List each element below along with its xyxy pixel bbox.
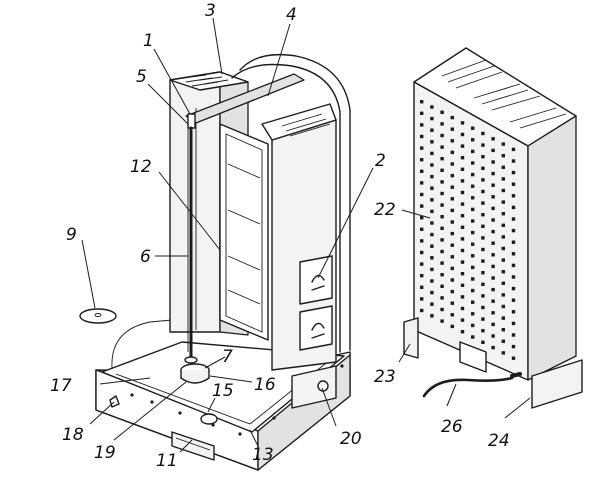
label-17: 17 <box>50 376 72 396</box>
glass-window <box>219 123 269 341</box>
tray-handle <box>171 431 215 461</box>
drip-plate <box>79 308 117 324</box>
label-1: 1 <box>143 31 154 51</box>
socket-plate <box>459 341 487 373</box>
label-20: 20 <box>340 429 362 449</box>
label-6: 6 <box>140 247 151 267</box>
spit <box>187 113 196 358</box>
label-11: 11 <box>156 451 178 471</box>
tube-frame <box>239 53 351 351</box>
label-24: 24 <box>488 431 510 451</box>
rear-foot-left <box>403 317 419 359</box>
switch-panel <box>299 255 333 305</box>
label-2: 2 <box>375 151 386 171</box>
label-13: 13 <box>252 445 274 465</box>
label-18: 18 <box>62 425 84 445</box>
label-3: 3 <box>205 1 216 21</box>
label-15: 15 <box>212 381 234 401</box>
label-7: 7 <box>222 347 233 367</box>
drain-hole <box>200 413 218 425</box>
label-5: 5 <box>136 67 147 87</box>
switch-panel-lower <box>299 305 333 351</box>
rear-foot-right <box>531 359 583 409</box>
back-view-unit <box>403 47 583 409</box>
callout-labels: 1 3 4 5 2 12 22 9 6 7 16 15 17 18 19 11 … <box>50 1 510 471</box>
perforated-panel <box>420 100 516 360</box>
power-cord <box>422 376 514 398</box>
base-tray <box>95 319 351 471</box>
label-22: 22 <box>374 200 396 220</box>
spit-dish <box>180 356 210 384</box>
leader-lines <box>81 17 531 453</box>
label-16: 16 <box>254 375 276 395</box>
label-26: 26 <box>441 417 463 437</box>
label-9: 9 <box>66 225 77 245</box>
label-12: 12 <box>130 157 152 177</box>
label-23: 23 <box>374 367 396 387</box>
label-4: 4 <box>286 5 297 25</box>
label-19: 19 <box>94 443 116 463</box>
grill-unit <box>95 53 351 471</box>
side-panel <box>261 103 337 371</box>
